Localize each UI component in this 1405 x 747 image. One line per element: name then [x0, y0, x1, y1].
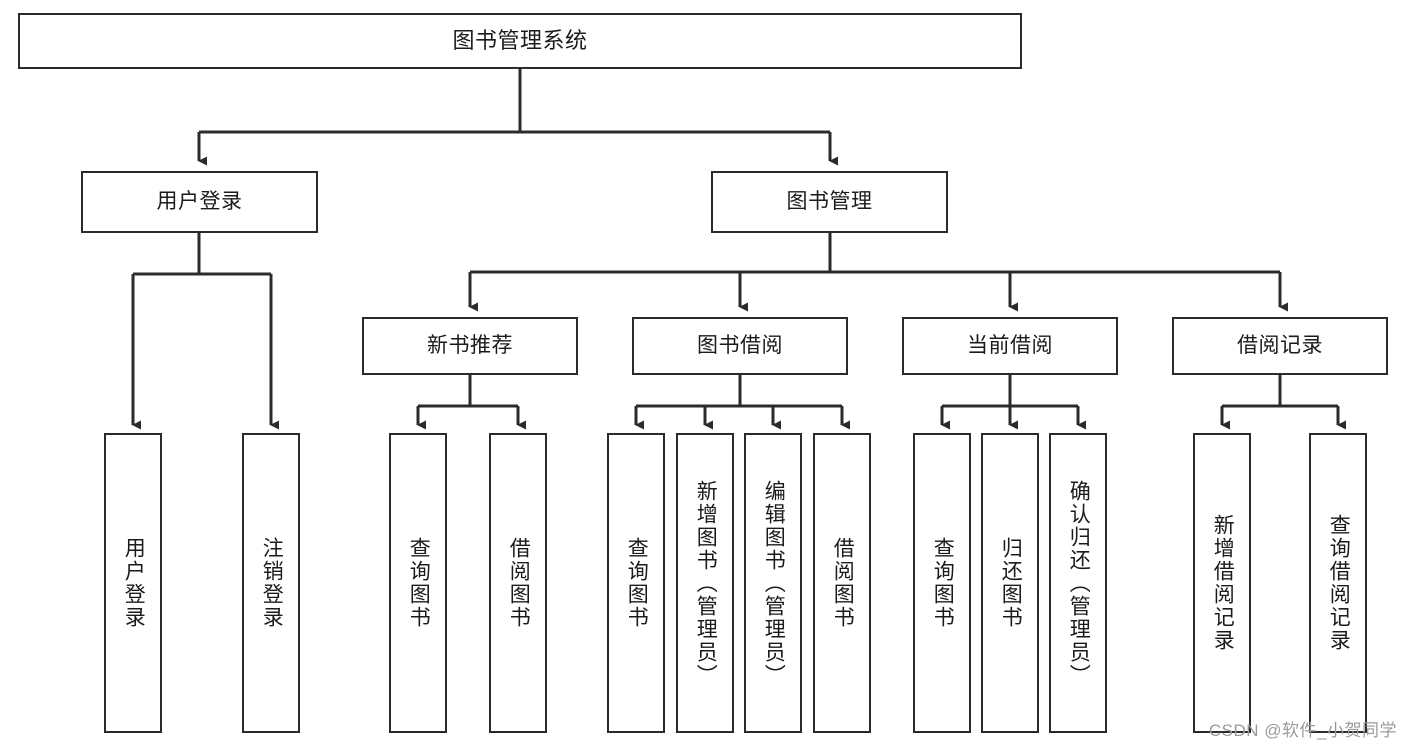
node-leaf-edit-book[interactable]: 编辑图书（管理员）	[744, 433, 802, 733]
node-leaf-add-record[interactable]: 新增借阅记录	[1193, 433, 1251, 733]
node-new-book-recommend[interactable]: 新书推荐	[362, 317, 578, 375]
node-leaf-query-book-2[interactable]: 查询图书	[607, 433, 665, 733]
node-label: 确认归还（管理员）	[1067, 479, 1091, 687]
node-borrow-record[interactable]: 借阅记录	[1172, 317, 1388, 375]
node-leaf-add-book[interactable]: 新增图书（管理员）	[676, 433, 734, 733]
node-leaf-user-login[interactable]: 用户登录	[104, 433, 162, 733]
node-label: 图书借阅	[697, 334, 783, 358]
node-leaf-return-book[interactable]: 归还图书	[981, 433, 1039, 733]
node-label: 用户登录	[122, 537, 146, 629]
node-label: 编辑图书（管理员）	[762, 479, 786, 687]
node-user-login[interactable]: 用户登录	[81, 171, 318, 233]
node-book-manage[interactable]: 图书管理	[711, 171, 948, 233]
node-label: 用户登录	[156, 190, 243, 214]
node-book-borrow[interactable]: 图书借阅	[632, 317, 848, 375]
node-label: 归还图书	[999, 537, 1023, 629]
node-label: 新增图书（管理员）	[694, 479, 718, 687]
node-label: 注销登录	[260, 537, 284, 629]
node-leaf-user-logout[interactable]: 注销登录	[242, 433, 300, 733]
node-label: 新书推荐	[427, 334, 513, 358]
node-leaf-borrow-book-1[interactable]: 借阅图书	[489, 433, 547, 733]
node-label: 借阅图书	[831, 537, 855, 629]
node-leaf-query-record[interactable]: 查询借阅记录	[1309, 433, 1367, 733]
watermark-text: CSDN @软件_小贺同学	[1208, 721, 1397, 740]
node-label: 新增借阅记录	[1211, 514, 1235, 652]
node-label: 查询借阅记录	[1327, 514, 1351, 652]
node-label: 图书管理系统	[452, 27, 588, 53]
node-leaf-query-book-3[interactable]: 查询图书	[913, 433, 971, 733]
node-label: 查询图书	[625, 537, 649, 629]
node-label: 当前借阅	[967, 334, 1053, 358]
node-label: 图书管理	[786, 190, 873, 214]
node-label: 借阅记录	[1237, 334, 1323, 358]
node-leaf-query-book-1[interactable]: 查询图书	[389, 433, 447, 733]
node-root-system[interactable]: 图书管理系统	[18, 13, 1022, 69]
node-leaf-borrow-book-2[interactable]: 借阅图书	[813, 433, 871, 733]
node-leaf-confirm-return[interactable]: 确认归还（管理员）	[1049, 433, 1107, 733]
node-label: 查询图书	[407, 537, 431, 629]
node-current-borrow[interactable]: 当前借阅	[902, 317, 1118, 375]
node-label: 查询图书	[931, 537, 955, 629]
node-label: 借阅图书	[507, 537, 531, 629]
